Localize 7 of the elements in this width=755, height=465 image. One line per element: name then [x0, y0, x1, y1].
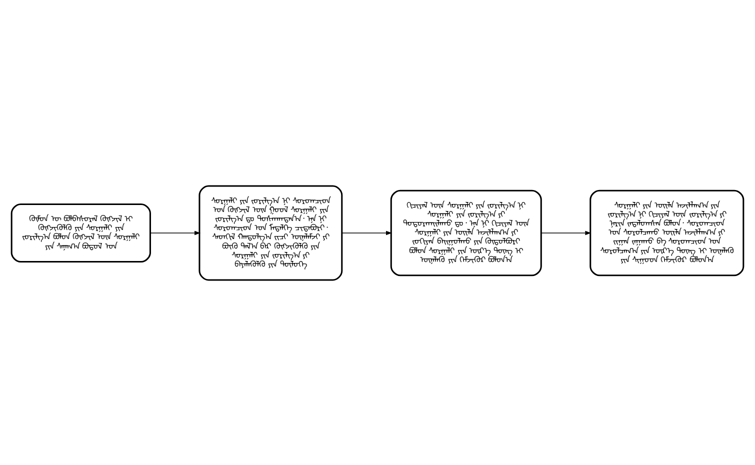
arrow	[150, 230, 201, 235]
node-box: ᠰᠤᠷᠭᠠᠯᠢ ᠶᠢᠨ ᠦᠢᠯᠡ ᠠᠵᠢᠯᠯᠠᠭ᠎ᠠ ᠶᠢᠨ ᠵᠣᠷᠢᠯᠭ᠎ᠠ ᠨᠢ ᠬᠢᠴᠢᠶᠡᠯ ᠦᠨ ᠵᠣᠷᠢᠯᠭ᠎ᠠ ᠶᠢ ᠨᠠᠷᠢᠨ ᠵᠠᠳᠠᠯᠤᠭᠰᠠᠨ ᠪᠣᠯᠤᠨ᠂ ᠰᠤᠷᠤᠭᠴᠢᠳ ᠤᠨ ᠰᠤᠷᠤᠯᠴᠠᠬᠤ ᠦᠢᠯᠡ ᠠᠵᠢᠯᠯᠠᠭ᠎ᠠ ᠶᠢ ᠵᠢᠭᠠᠨ ᠵᠠᠭᠠᠬᠤ ᠪᠠ ᠰᠤᠷᠤᠭᠴᠢᠳ ᠤᠨ ᠰᠤᠷᠤᠯᠴᠠᠭ᠎ᠠ ᠶᠢᠨ ᠦᠷ᠎ᠡ ᠳᠦᠩ ᠢ ᠦᠨᠡᠯᠡᠬᠦ ᠶᠢᠨ ᠰᠢᠭᠤᠳ ᠬᠡᠮᠵᠢᠭᠦᠷ ᠪᠣᠯᠣᠨ᠎ᠠ	[590, 189, 744, 276]
node-box: ᠬᠦᠮᠦᠨ ᠦ ᠪᠣᠯᠪᠠᠰᠤᠷᠠᠯ ᠬᠥᠭᠵᠢᠯ ᠢ ᠬᠥᠭᠵᠢᠭᠦᠯᠬᠦ ᠶᠢᠨ ᠰᠤᠷᠭᠠᠯᠢ ᠶᠢᠨ ᠵᠣᠷᠢᠯᠭ᠎ᠠ ᠪᠣᠯᠤᠨ ᠬᠥᠭᠵᠢᠯ ᠦᠨ ᠰᠤᠷᠭᠠᠯᠢ ᠶᠢᠨ ᠰᠠᠨᠠᠭ᠎ᠠ ᠪᠣᠳᠤᠯ ᠤᠨ	[10, 202, 151, 262]
node-box: ᠰᠤᠷᠭᠠᠯᠢ ᠶᠢᠨ ᠵᠣᠷᠢᠯᠭ᠎ᠠ ᠨᠢ ᠰᠤᠷᠤᠭᠴᠢᠳ ᠤᠨ ᠬᠥᠭᠵᠢᠯ ᠦᠨ ᠭᠣᠣᠯ ᠰᠤᠷᠭᠠᠯᠢ ᠶᠢᠨ ᠵᠣᠷᠢᠯᠭ᠎ᠠ ᠳᠤ ᠲᠤᠰᠬᠠᠭᠳᠠᠨ᠎ᠠ᠂ ᠡᠨᠡ ᠨᠢ ᠰᠤᠷᠤᠭᠴᠢᠳ ᠤᠨ ᠮᠡᠳᠡᠯᠭᠡ ᠴᠢᠳᠠᠪᠤᠷᠢ᠂ ᠰᠡᠳᠬᠢᠯ ᠬᠠᠨᠳᠤᠯᠭ᠎ᠠ ᠵᠢᠴᠢ ᠦᠨᠡᠯᠡᠮᠵᠢ ᠶᠢ ᠪᠦᠬᠦ ᠲᠠᠯ᠎ᠠ ᠪᠠᠷ ᠬᠥᠭᠵᠢᠭᠦᠯᠬᠦ ᠶᠢᠨ ᠰᠤᠷᠭᠠᠯᠢ ᠶᠢᠨ ᠵᠣᠷᠢᠯᠭ᠎ᠠ ᠶᠢ ᠪᠡᠶᠡᠯᠡᠭᠦᠯᠬᠦ ᠶᠢᠨ ᠲᠥᠯᠦᠭᠡ	[198, 184, 343, 280]
node-box: ᠬᠢᠴᠢᠶᠡᠯ ᠦᠨ ᠰᠤᠷᠭᠠᠯᠢ ᠶᠢᠨ ᠵᠣᠷᠢᠯᠭ᠎ᠠ ᠨᠢ ᠰᠤᠷᠭᠠᠯᠢ ᠶᠢᠨ ᠵᠣᠷᠢᠯᠭ᠎ᠠ ᠶᠢ ᠲᠣᠳᠤᠷᠬᠠᠢᠯᠠᠬᠤ ᠳᠤ᠂ ᠡᠨᠡ ᠨᠢ ᠬᠢᠴᠢᠶᠡᠯ ᠦᠨ ᠰᠤᠷᠭᠠᠯᠢ ᠶᠢᠨ ᠦᠢᠯᠡ ᠠᠵᠢᠯᠯᠠᠭ᠎ᠠ ᠶᠢ ᠵᠣᠬᠢᠶᠠᠨ ᠪᠠᠢᠭᠤᠯᠬᠤ ᠶᠢᠨ ᠬᠦᠲᠦᠯᠪᠦᠷᠢ ᠪᠣᠯᠤᠨ ᠰᠤᠷᠭᠠᠯᠢ ᠶᠢᠨ ᠦᠷ᠎ᠡ ᠳᠦᠩ ᠢ ᠦᠨᠡᠯᠡᠬᠦ ᠶᠢᠨ ᠬᠡᠮᠵᠢᠭᠦᠷ ᠪᠣᠯᠣᠨ᠎ᠠ	[390, 189, 542, 276]
arrow	[342, 230, 392, 235]
arrow	[541, 230, 592, 235]
